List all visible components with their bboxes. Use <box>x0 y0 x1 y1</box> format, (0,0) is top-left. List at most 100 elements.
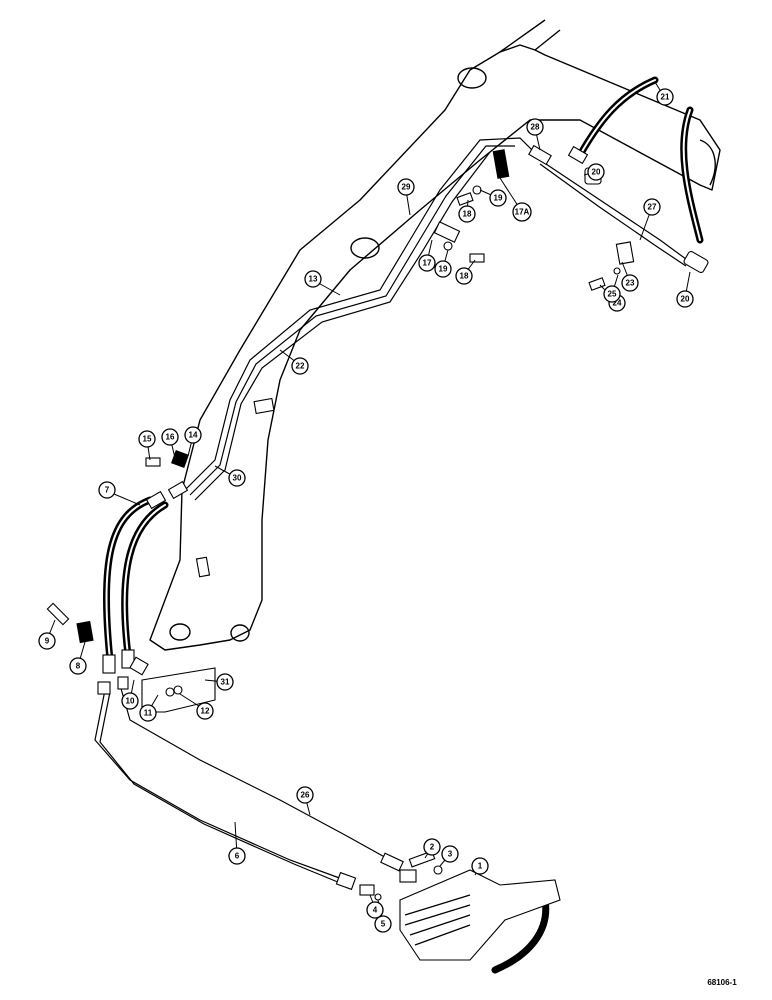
callout-label: 6 <box>235 852 240 861</box>
callout-label: 4 <box>373 906 378 915</box>
callout-label: 12 <box>201 707 210 716</box>
callout-c1: 1 <box>471 857 489 875</box>
callout-c7: 7 <box>98 481 116 499</box>
callout-circle <box>139 704 157 722</box>
callout-circle <box>676 290 694 308</box>
callout-circle <box>643 198 661 216</box>
callout-circle <box>184 426 202 444</box>
callout-circle <box>423 838 441 856</box>
callout-circle <box>196 702 214 720</box>
callout-c23: 23 <box>621 274 639 292</box>
boom-arm <box>149 19 721 651</box>
callout-circle <box>603 285 621 303</box>
callout-label: 19 <box>439 265 448 274</box>
callout-circle <box>587 163 605 181</box>
callout-circle <box>458 205 476 223</box>
callout-circle <box>441 845 459 863</box>
callout-c15: 15 <box>138 430 156 448</box>
callout-label: 20 <box>681 295 690 304</box>
callout-circle <box>304 270 322 288</box>
callout-c3: 3 <box>441 845 459 863</box>
callout-label: 28 <box>531 123 540 132</box>
callout-c26: 26 <box>296 786 314 804</box>
callout-c20a: 20 <box>587 163 605 181</box>
callout-circle <box>434 260 452 278</box>
callout-circle <box>291 357 309 375</box>
callout-circle <box>471 857 489 875</box>
callout-label: 18 <box>460 272 469 281</box>
callout-label: 13 <box>309 275 318 284</box>
callout-label: 17 <box>423 259 432 268</box>
callout-circle <box>296 786 314 804</box>
callout-label: 31 <box>221 678 230 687</box>
callout-label: 11 <box>144 709 153 718</box>
callout-c30: 30 <box>228 469 246 487</box>
hoses <box>102 76 704 974</box>
callout-c20b: 20 <box>676 290 694 308</box>
callout-c19a: 19 <box>489 189 507 207</box>
callout-c27: 27 <box>643 198 661 216</box>
callout-c18b: 18 <box>455 267 473 285</box>
callout-label: 26 <box>301 791 310 800</box>
callout-c2: 2 <box>423 838 441 856</box>
callout-c8: 8 <box>69 657 87 675</box>
callout-c14: 14 <box>184 426 202 444</box>
callout-c4: 4 <box>366 901 384 919</box>
callout-c16: 16 <box>161 428 179 446</box>
callout-circle <box>374 915 392 933</box>
callout-c9: 9 <box>38 632 56 650</box>
callout-label: 1 <box>478 862 483 871</box>
callout-circle <box>98 481 116 499</box>
callout-c13: 13 <box>304 270 322 288</box>
callout-c31: 31 <box>216 673 234 691</box>
callout-c11: 11 <box>139 704 157 722</box>
callout-c17a: 17A <box>512 202 532 222</box>
callout-label: 16 <box>166 433 175 442</box>
callout-label: 3 <box>448 850 453 859</box>
callout-label: 10 <box>126 697 135 706</box>
callout-circle <box>656 88 674 106</box>
callout-label: 21 <box>661 93 670 102</box>
callout-c28: 28 <box>526 118 544 136</box>
callout-c6: 6 <box>228 847 246 865</box>
callout-label: 22 <box>296 362 305 371</box>
callout-circle <box>489 189 507 207</box>
callout-circle <box>621 274 639 292</box>
callout-circle <box>397 178 415 196</box>
callout-c21: 21 <box>656 88 674 106</box>
callout-circle <box>216 673 234 691</box>
tube-lines <box>94 137 691 886</box>
callout-c12: 12 <box>196 702 214 720</box>
callout-circle <box>69 657 87 675</box>
callout-label: 30 <box>233 474 242 483</box>
callout-circle <box>526 118 544 136</box>
callout-label: 8 <box>76 662 81 671</box>
callout-label: 20 <box>592 168 601 177</box>
callout-label: 17A <box>515 208 530 217</box>
callout-c18a: 18 <box>458 205 476 223</box>
callout-label: 19 <box>494 194 503 203</box>
callout-c22: 22 <box>291 357 309 375</box>
callout-circle <box>512 202 532 222</box>
callout-label: 25 <box>608 290 617 299</box>
callout-circle <box>455 267 473 285</box>
callout-label: 9 <box>45 637 50 646</box>
callout-circle <box>161 428 179 446</box>
callout-label: 24 <box>613 299 622 308</box>
callout-label: 18 <box>463 210 472 219</box>
callout-label: 15 <box>143 435 152 444</box>
callout-label: 23 <box>626 279 635 288</box>
callout-c5: 5 <box>374 915 392 933</box>
reference-code: 68106-1 <box>707 978 737 987</box>
callout-c29: 29 <box>397 178 415 196</box>
callout-label: 14 <box>189 431 198 440</box>
callout-circle <box>228 847 246 865</box>
callout-label: 5 <box>381 920 386 929</box>
callout-label: 27 <box>648 203 657 212</box>
callout-c10: 10 <box>121 692 139 710</box>
callout-circle <box>228 469 246 487</box>
callout-label: 7 <box>105 486 110 495</box>
callout-label: 29 <box>402 183 411 192</box>
